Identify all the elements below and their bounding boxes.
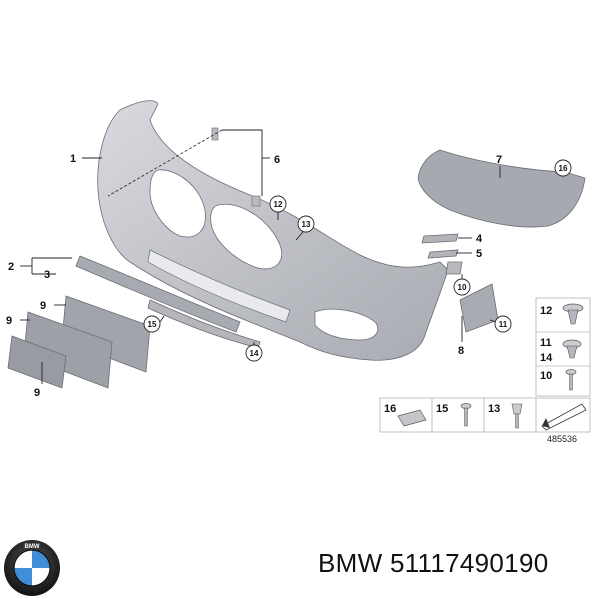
- svg-text:15: 15: [148, 320, 157, 329]
- legend-14: 14: [540, 352, 553, 364]
- callout-1: 1: [70, 153, 76, 165]
- screw-icon-10: [565, 369, 577, 391]
- svg-text:12: 12: [274, 200, 283, 209]
- callout-15: 15: [143, 315, 161, 333]
- legend-12: 12: [540, 305, 552, 317]
- bumper-strip-15: [75, 255, 241, 333]
- clip-6-top: [211, 127, 219, 141]
- screw-icon-15: [460, 403, 472, 427]
- legend-16: 16: [384, 403, 396, 415]
- reference-number: 485536: [547, 434, 577, 444]
- svg-text:11: 11: [499, 320, 508, 329]
- clip-6-bottom: [251, 195, 261, 207]
- svg-text:BMW: BMW: [25, 544, 40, 550]
- callout-16: 16: [554, 159, 572, 177]
- callout-3: 3: [44, 269, 50, 281]
- callout-12: 12: [269, 195, 287, 213]
- clip-icon-12: [562, 303, 584, 325]
- bolt-icon-13: [511, 403, 523, 429]
- legend-15: 15: [436, 403, 448, 415]
- bracket-10: [445, 261, 463, 275]
- svg-text:10: 10: [458, 283, 467, 292]
- brand-part-number: BMW 51117490190: [318, 548, 549, 578]
- fastener-legend-right: 12 11 14 10: [535, 297, 591, 397]
- arrow-icon: [541, 403, 587, 431]
- svg-text:16: 16: [559, 164, 568, 173]
- upper-carrier-7: [417, 149, 586, 228]
- callout-9-top: 9: [40, 300, 46, 312]
- callout-9-middle: 9: [6, 315, 12, 327]
- legend-10: 10: [540, 370, 552, 382]
- callout-5: 5: [476, 248, 482, 260]
- callout-10: 10: [453, 278, 471, 296]
- svg-text:13: 13: [302, 220, 311, 229]
- fastener-legend-bottom: 16 15 13: [379, 397, 591, 433]
- clip-icon-16: [397, 409, 427, 427]
- bmw-logo-icon: BMW: [4, 540, 60, 596]
- bumper-cover: [97, 100, 449, 361]
- callout-6: 6: [274, 154, 280, 166]
- callout-4: 4: [476, 233, 483, 245]
- callout-9-bottom: 9: [34, 387, 40, 399]
- callout-13: 13: [297, 215, 315, 233]
- svg-text:14: 14: [250, 349, 259, 358]
- clip-icon-11-14: [562, 339, 582, 359]
- legend-11: 11: [540, 337, 552, 349]
- legend-13: 13: [488, 403, 500, 415]
- callout-8: 8: [458, 345, 464, 357]
- callout-14: 14: [245, 344, 263, 362]
- bracket-4: [421, 233, 459, 244]
- plate-bracket-bottom: [7, 335, 67, 389]
- callout-2: 2: [8, 261, 14, 273]
- callout-7: 7: [496, 154, 502, 166]
- bracket-5: [427, 249, 459, 259]
- callout-11: 11: [494, 315, 512, 333]
